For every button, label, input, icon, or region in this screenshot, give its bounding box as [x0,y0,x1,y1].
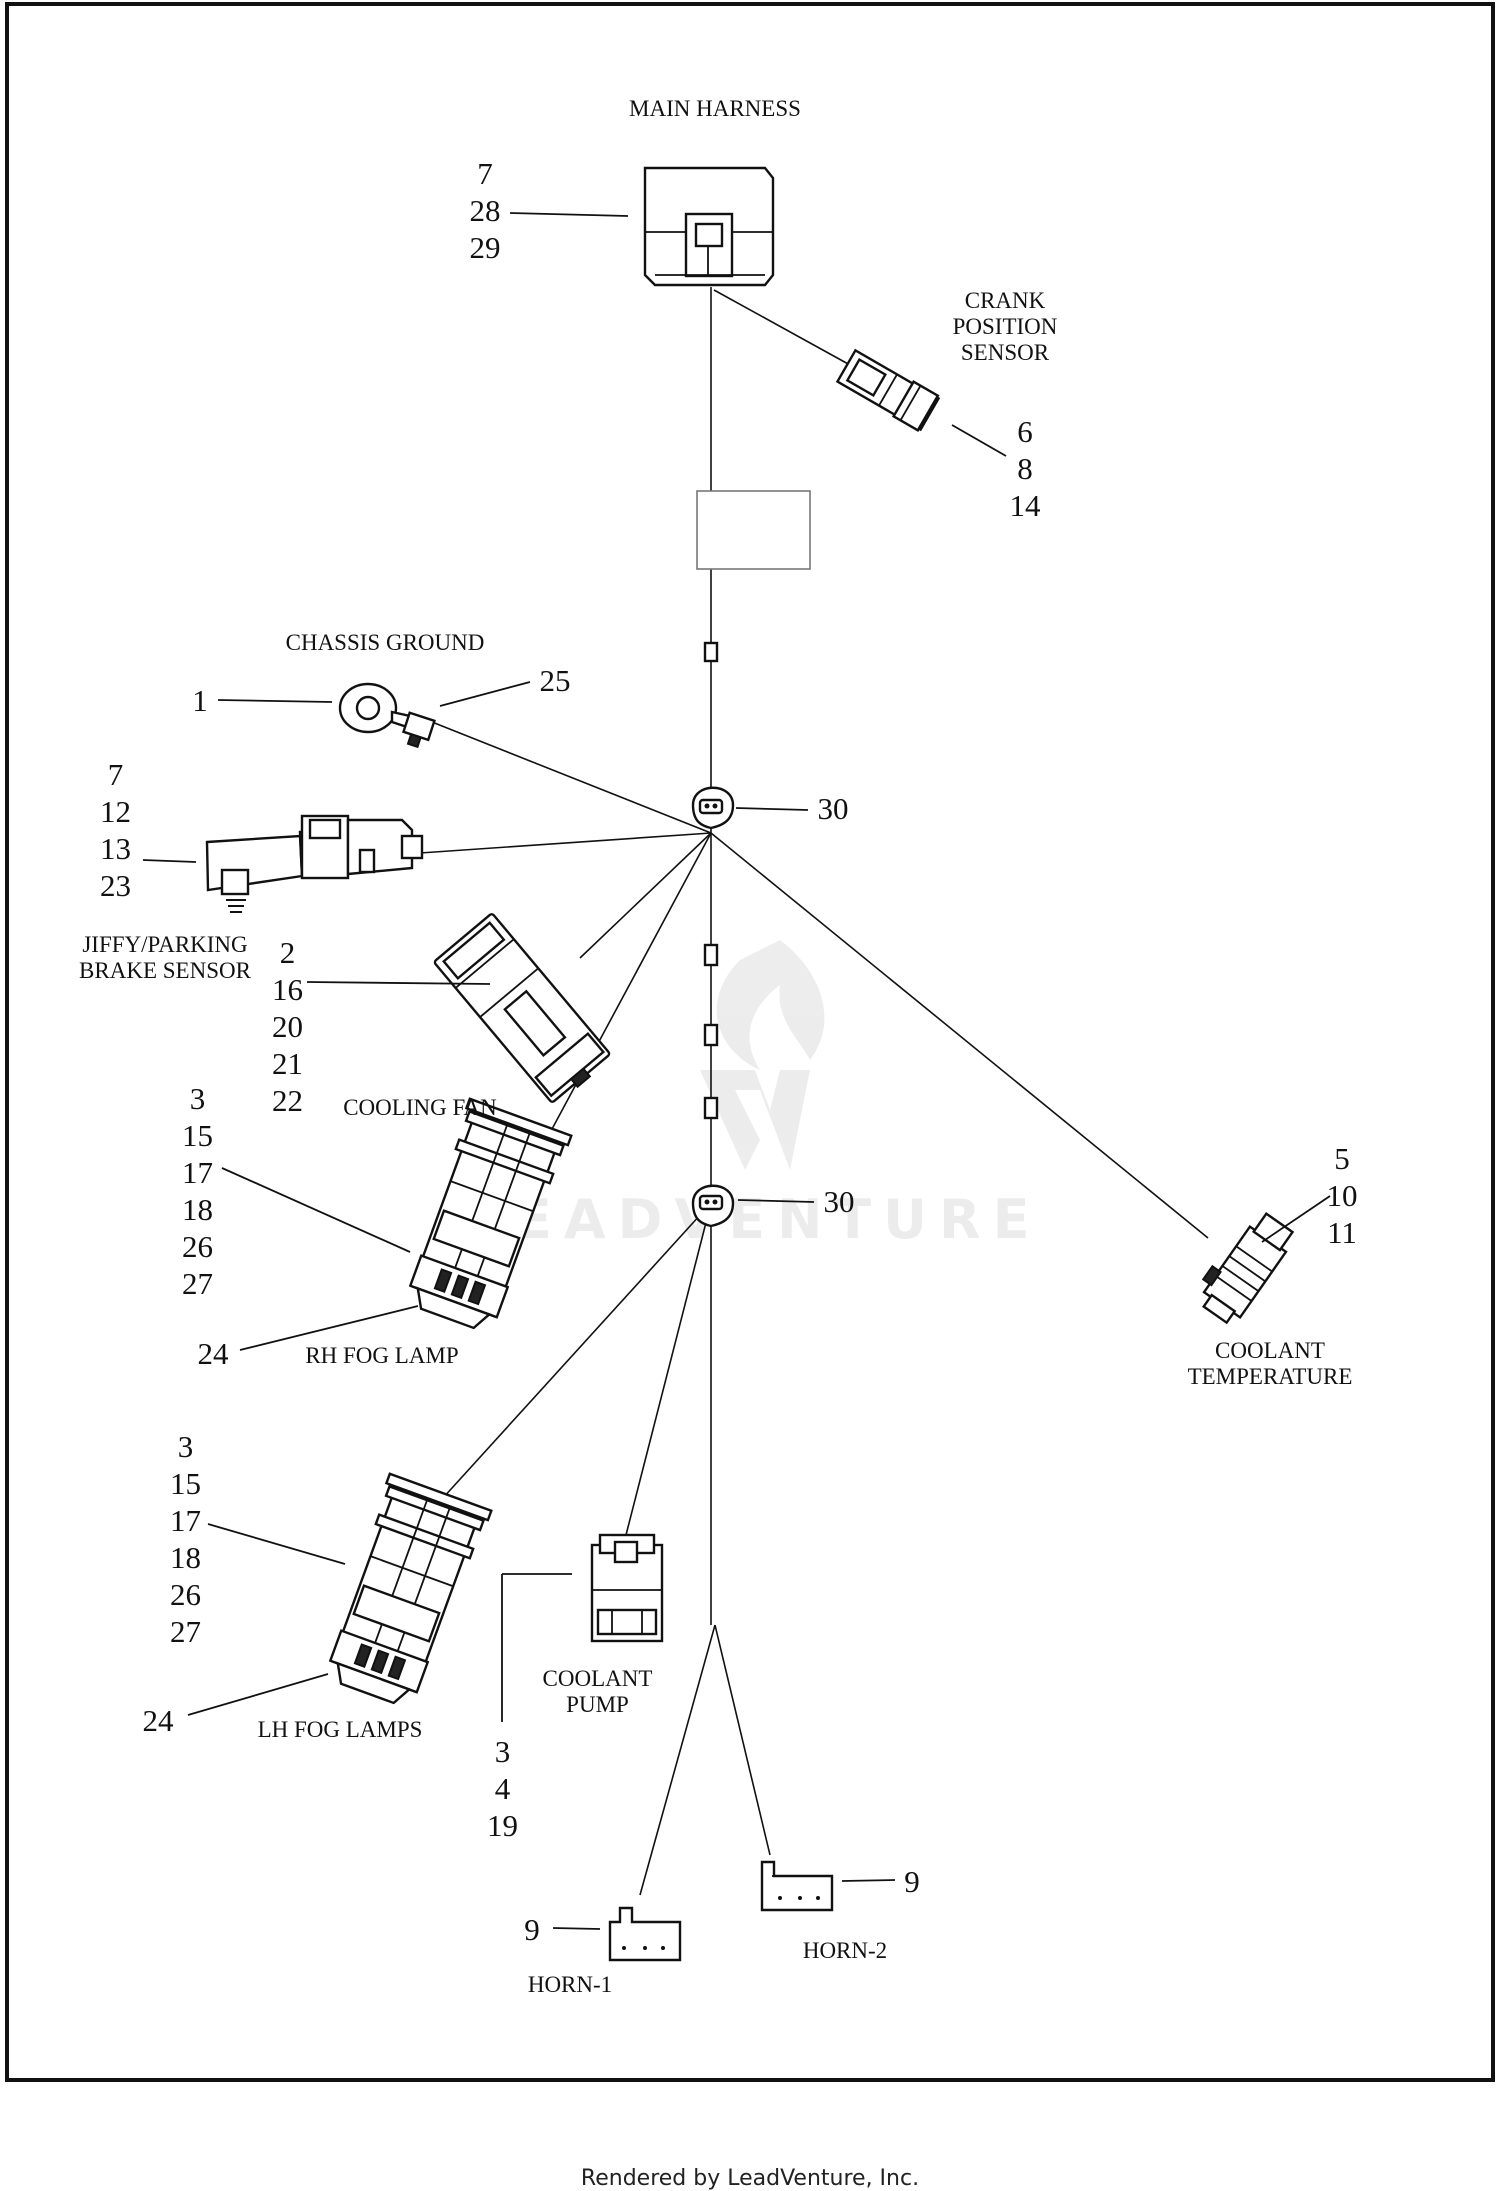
leader-lines [142,212,1331,1930]
harness-tape-markers [703,641,719,1120]
callout-chassis-ground-ring: 1 [192,683,208,718]
footer-credit: Rendered by LeadVenture, Inc. [580,2166,920,2191]
cooling-fan-connector-icon [433,913,611,1103]
callout-lh-fog-lamps-bulb: 24 [142,1703,174,1738]
callout-rh-fog-lamp: 3 15 17 18 26 27 [182,1081,213,1301]
harness-clip-lower-icon [691,1184,735,1228]
horn-1-connector-icon [608,1906,682,1962]
main-harness-label: MAIN HARNESS [629,96,801,121]
coolant-temperature-label: COOLANT TEMPERATURE [1187,1338,1353,1389]
jiffy-parking-brake-sensor-label: JIFFY/PARKING BRAKE SENSOR [79,932,251,983]
callout-lh-fog-lamps: 3 15 17 18 26 27 [170,1429,201,1649]
callout-crank-position-sensor: 6 8 14 [1009,414,1041,523]
callout-coolant-temperature: 5 10 11 [1326,1141,1358,1250]
callout-chassis-ground-connector: 25 [539,663,571,698]
callout-rh-fog-lamp-bulb: 24 [197,1336,229,1371]
chassis-ground-ring-icon [338,682,412,734]
callout-horn-2: 9 [904,1864,920,1899]
harness-label-tag [696,490,811,570]
callout-clip-upper: 30 [817,791,849,826]
chassis-ground-connector-icon [401,711,436,749]
coolant-pump-label: COOLANT PUMP [542,1666,653,1717]
horn-2-connector-icon [760,1860,834,1912]
callout-coolant-pump: 3 4 19 [487,1734,518,1843]
diagram-border [5,2,1495,2082]
leadventure-watermark-logo [700,940,825,1170]
rh-fog-lamp-icon [408,1097,573,1330]
jiffy-parking-brake-sensor-icon [205,814,424,913]
main-harness-connector-icon [643,166,775,287]
lh-fog-lamp-icon [328,1472,493,1705]
callout-horn-1: 9 [524,1912,540,1947]
crank-position-sensor-label: CRANK POSITION SENSOR [952,288,1058,365]
rh-fog-lamp-label: RH FOG LAMP [305,1343,459,1368]
harness-wires [419,287,1209,1896]
watermark-text: LEADVENTURE [469,1188,1042,1251]
horn-2-label: HORN-2 [802,1938,888,1963]
horn-1-label: HORN-1 [527,1972,613,1997]
crank-position-sensor-icon [835,348,941,432]
cooling-fan-label: COOLING FAN [343,1095,497,1120]
callout-main-harness: 7 28 29 [469,156,501,265]
callout-jiffy-parking-brake-sensor: 7 12 13 23 [100,757,131,903]
coolant-temperature-sensor-icon [1201,1212,1295,1325]
callout-clip-lower: 30 [823,1184,855,1219]
coolant-pump-connector-icon [590,1533,664,1643]
callout-cooling-fan: 2 16 20 21 22 [272,935,303,1118]
lh-fog-lamps-label: LH FOG LAMPS [257,1717,423,1742]
harness-clip-upper-icon [691,786,735,830]
chassis-ground-label: CHASSIS GROUND [285,630,485,655]
